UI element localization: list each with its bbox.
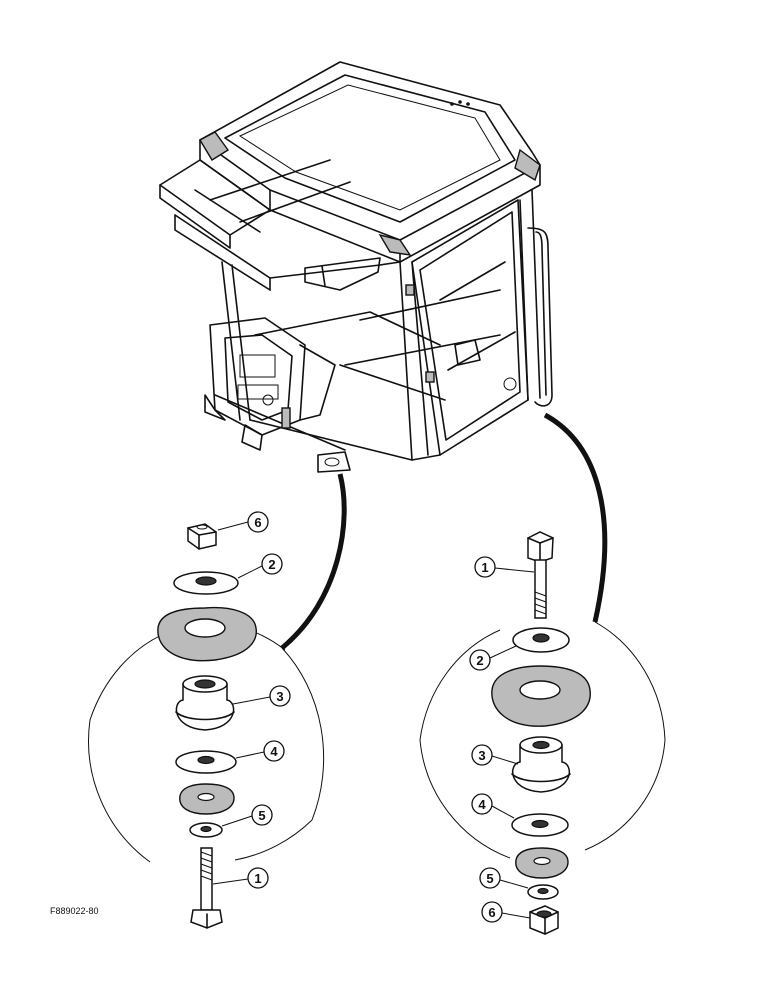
callout-right-6-label: 6 [488,905,495,920]
callout-right-5: 5 [479,867,529,889]
washer-5-left [189,822,223,838]
cushion-lower-left [179,783,235,815]
callout-left-6: 6 [217,511,269,533]
nut-6-left [187,523,217,550]
left-mount-detail [88,523,325,929]
callouts-right: 1 2 3 4 5 6 [469,556,535,923]
callout-right-5-label: 5 [486,871,493,886]
cushion-upper-right [491,665,591,727]
right-mount-detail [419,531,666,935]
bushing-3-right [511,736,571,793]
callout-right-1-label: 1 [481,560,488,575]
washer-2-left [173,571,239,595]
washer-4-right [511,813,569,837]
callout-right-4-label: 4 [478,797,486,812]
figure-code: F889022-80 [50,906,99,916]
callout-right-6: 6 [481,901,531,923]
callout-left-2-label: 2 [268,557,275,572]
callout-left-1-label: 1 [254,871,261,886]
callout-left-5-label: 5 [258,808,265,823]
callout-left-4: 4 [235,740,285,762]
callout-left-6-label: 6 [254,515,261,530]
callout-left-5: 5 [221,804,273,827]
nut-6-right [529,905,559,935]
callout-right-1: 1 [474,556,535,578]
callout-left-4-label: 4 [270,744,278,759]
leader-left [280,473,347,650]
callout-left-3: 3 [232,685,291,707]
callout-right-2: 2 [469,645,517,671]
washer-5-right [527,884,559,900]
callout-right-3: 3 [471,744,519,766]
callout-right-2-label: 2 [476,653,483,668]
leader-right [543,412,608,623]
cushion-upper-left [157,606,257,662]
callout-left-1: 1 [212,867,269,889]
washer-2-right [512,627,570,653]
callout-left-3-label: 3 [276,689,283,704]
callout-right-4: 4 [471,793,515,819]
cab-assembly [159,61,553,473]
callout-left-2: 2 [237,553,283,579]
bolt-1-left [190,847,223,929]
bolt-1-right [527,531,554,619]
bushing-3-left [175,675,235,731]
callouts-left: 6 2 3 4 5 1 [212,511,291,889]
callout-right-3-label: 3 [478,748,485,763]
washer-4-left [175,750,237,774]
cushion-lower-right [515,847,569,879]
